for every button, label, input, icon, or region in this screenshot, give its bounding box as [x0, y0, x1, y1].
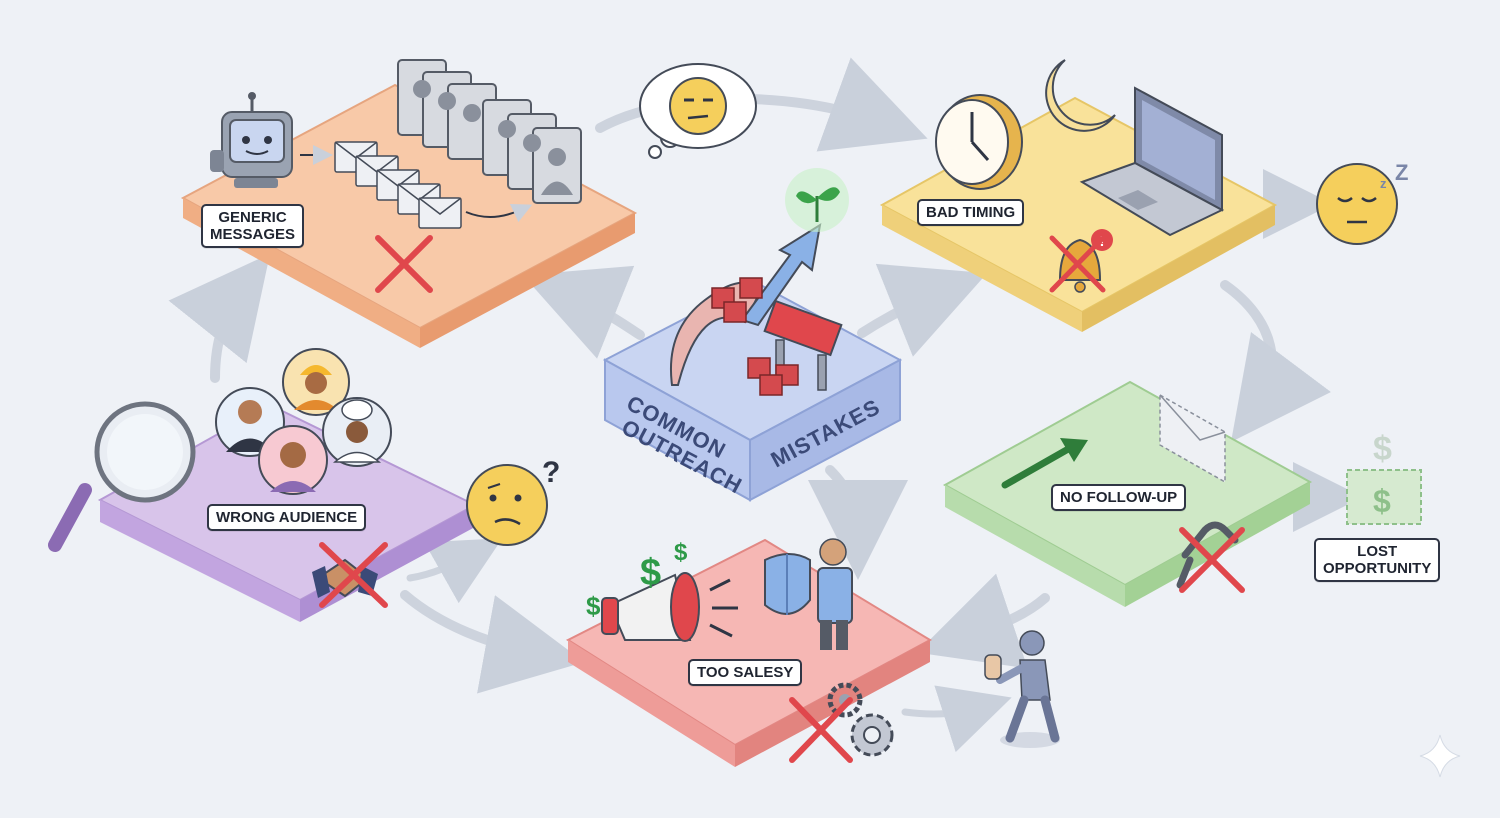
muted-bell-icon: ! — [1049, 229, 1113, 293]
megaphone-icon — [601, 572, 738, 642]
handshake-icon — [312, 542, 388, 608]
svg-text:$: $ — [586, 591, 601, 621]
arrow-timing-to-followup — [1220, 280, 1331, 443]
arrow-salesy-to-walker — [901, 685, 1012, 753]
platform-bad-timing: ! — [879, 59, 1278, 332]
broken-chain-icon — [1176, 521, 1245, 593]
arrow-audience-to-face — [406, 538, 503, 604]
label-wrong-audience: WRONG AUDIENCE — [207, 504, 367, 531]
magnifier-icon — [48, 401, 196, 552]
confused-face-icon: ? — [466, 456, 560, 546]
dollar-icon: $ $ — [1346, 430, 1422, 525]
clock-icon — [935, 94, 1023, 190]
sprout-icon — [785, 168, 849, 232]
svg-text:?: ? — [542, 456, 560, 489]
svg-text:$: $ — [674, 539, 688, 566]
svg-text:$: $ — [1373, 430, 1392, 468]
svg-text:$: $ — [640, 552, 661, 594]
svg-text:z: z — [1380, 176, 1387, 191]
x-mark-icon — [375, 235, 433, 293]
shield-icon — [764, 538, 853, 650]
thought-bubble-icon — [639, 63, 757, 159]
svg-text:$: $ — [1373, 483, 1391, 519]
envelope-icon — [1159, 393, 1226, 484]
label-too-salesy: TOO SALESY — [688, 659, 803, 686]
sparkle-icon — [1419, 734, 1461, 778]
platform-generic-messages — [180, 59, 638, 348]
arrow-center-to-generic — [522, 265, 645, 359]
platform-too-salesy: $ $ $ — [565, 538, 933, 767]
sleeping-face-icon: Z z — [1316, 160, 1408, 245]
arrow-audience-to-generic — [168, 253, 270, 383]
walking-person-icon — [984, 630, 1060, 748]
arrow-followup-to-salesy — [917, 573, 1050, 669]
envelope-icon — [334, 141, 462, 229]
label-no-follow-up: NO FOLLOW-UP — [1051, 484, 1187, 511]
arrow-center-to-timing — [857, 263, 988, 357]
arrow-center-to-salesy — [807, 465, 908, 580]
laptop-icon — [1079, 86, 1225, 237]
blocks-icon — [711, 277, 799, 396]
svg-text:Z: Z — [1395, 160, 1408, 185]
unamused-face-icon — [669, 77, 727, 135]
person-icon — [215, 348, 392, 495]
label-lost-opportunity: LOST OPPORTUNITY — [1314, 538, 1441, 582]
x-mark-icon — [789, 697, 853, 763]
label-bad-timing: BAD TIMING — [917, 199, 1025, 226]
moon-icon — [1045, 59, 1116, 132]
platform-no-follow-up — [942, 380, 1313, 607]
center-platform: COMMON OUTREACH MISTAKES — [602, 168, 903, 502]
flow-arrows — [168, 57, 1363, 753]
growth-arrow-icon — [1001, 444, 1074, 489]
arrow-audience-to-salesy — [400, 590, 585, 694]
robot-icon — [210, 92, 293, 188]
label-generic-messages: GENERIC MESSAGES — [201, 204, 305, 248]
platform-wrong-audience — [48, 348, 478, 622]
gear-icon — [827, 682, 894, 757]
